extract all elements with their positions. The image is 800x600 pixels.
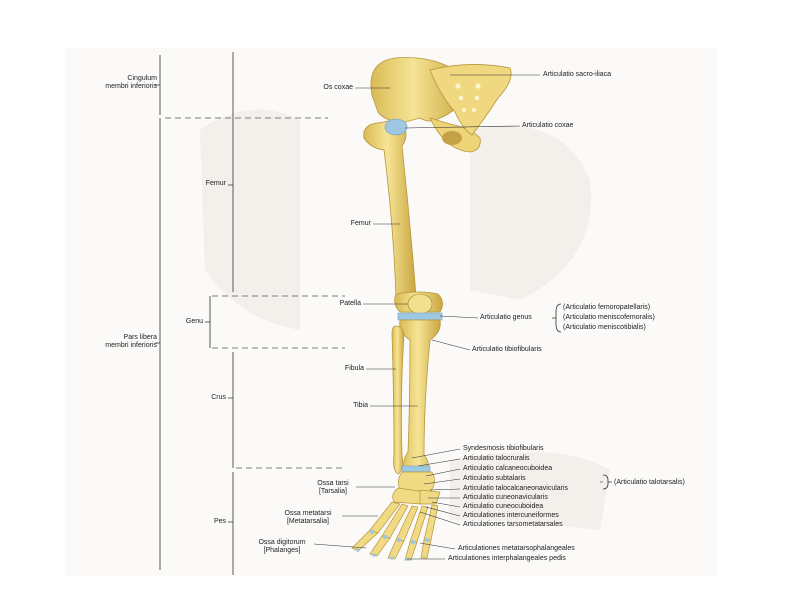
label-articulatio-coxae: Articulatio coxae xyxy=(522,122,574,129)
label-ossa-tarsi-line2: [Tarsalia] xyxy=(318,488,347,495)
label-articulatio-tibiofibularis: Articulatio tibiofibularis xyxy=(472,346,542,353)
leader-lines xyxy=(313,74,603,560)
label-bone-femur: Femur xyxy=(350,220,371,227)
label-ossa-tarsi-line1: Ossa tarsi xyxy=(317,480,349,487)
label-ossa-metatarsi-line2: [Metatarsalia] xyxy=(286,518,330,525)
label-articulatio-sacro-iliaca: Articulatio sacro-iliaca xyxy=(543,71,612,78)
label-articulationes-metatarsophalangeales: Articulationes metatarsophalangeales xyxy=(458,545,575,552)
label-foot-joint-7: Articulatio cuneocuboidea xyxy=(463,503,544,510)
knee-joint-cartilage xyxy=(397,312,443,321)
label-cingulum: Cingulum membri inferioris xyxy=(75,75,157,91)
label-foot-joint-2: Articulatio talocruralis xyxy=(463,455,530,462)
label-ossa-digitorum: Ossa digitorum [Phalanges] xyxy=(250,539,314,555)
label-ossa-tarsi: Ossa tarsi [Tarsalia] xyxy=(310,480,356,496)
label-cingulum-line1: Cingulum xyxy=(127,75,157,82)
label-genus-part-1: (Articulatio femoropatellaris) xyxy=(563,304,651,311)
label-foot-joint-1: Syndesmosis tibiofibularis xyxy=(463,445,544,452)
label-foot-joint-8: Articulationes intercuneiformes xyxy=(463,512,559,519)
label-articulatio-talotarsalis: (Articulatio talotarsalis) xyxy=(614,479,685,486)
label-pars-libera-line2: membri inferioris xyxy=(105,342,157,349)
label-foot-joint-6: Articulatio cuneonavicularis xyxy=(463,494,548,501)
label-ossa-digitorum-line1: Ossa digitorum xyxy=(258,539,306,546)
label-pars-libera: Pars libera membri inferioris xyxy=(75,334,157,350)
region-dashed-lines xyxy=(165,117,345,469)
label-articulatio-genus: Articulatio genus xyxy=(480,314,532,321)
brackets-right xyxy=(552,303,612,490)
label-pars-libera-line1: Pars libera xyxy=(123,334,157,341)
label-ossa-metatarsi: Ossa metatarsi [Metatarsalia] xyxy=(275,510,341,526)
label-genus-part-3: (Articulatio meniscotibialis) xyxy=(563,324,646,331)
patella-bone xyxy=(407,293,433,315)
label-ossa-digitorum-line2: [Phalanges] xyxy=(263,547,301,554)
label-pes: Pes xyxy=(213,518,226,525)
label-tibia: Tibia xyxy=(353,402,368,409)
label-genu: Genu xyxy=(185,318,203,325)
tibia-bone xyxy=(399,319,441,471)
hip-joint-cartilage xyxy=(384,118,408,136)
label-ossa-metatarsi-line1: Ossa metatarsi xyxy=(284,510,332,517)
label-patella: Patella xyxy=(339,300,361,307)
foot-joint-cartilage xyxy=(356,529,430,561)
label-genus-part-2: (Articulatio meniscofemoralis) xyxy=(563,314,655,321)
label-fibula: Fibula xyxy=(344,365,364,372)
label-region-femur: Femur xyxy=(205,180,226,187)
label-cingulum-line2: membri inferioris xyxy=(105,83,157,90)
label-foot-joint-3: Articulatio calcaneocuboidea xyxy=(463,465,553,472)
sacrum-bone xyxy=(429,64,512,136)
fibula-bone xyxy=(391,325,405,475)
femur-bone xyxy=(363,120,443,313)
ankle-joint-cartilage xyxy=(401,465,431,473)
label-foot-joint-4: Articulatio subtalaris xyxy=(463,475,526,482)
label-articulationes-interphalangeales: Articulationes interphalangeales pedis xyxy=(448,555,566,562)
label-os-coxae: Os coxae xyxy=(323,84,353,91)
region-brackets xyxy=(155,52,234,575)
label-foot-joint-9: Articulationes tarsometatarsales xyxy=(463,521,563,528)
label-crus: Crus xyxy=(211,394,226,401)
background-silhouette xyxy=(200,109,610,530)
label-foot-joint-5: Articulatio talocalcaneonavicularis xyxy=(463,485,569,492)
